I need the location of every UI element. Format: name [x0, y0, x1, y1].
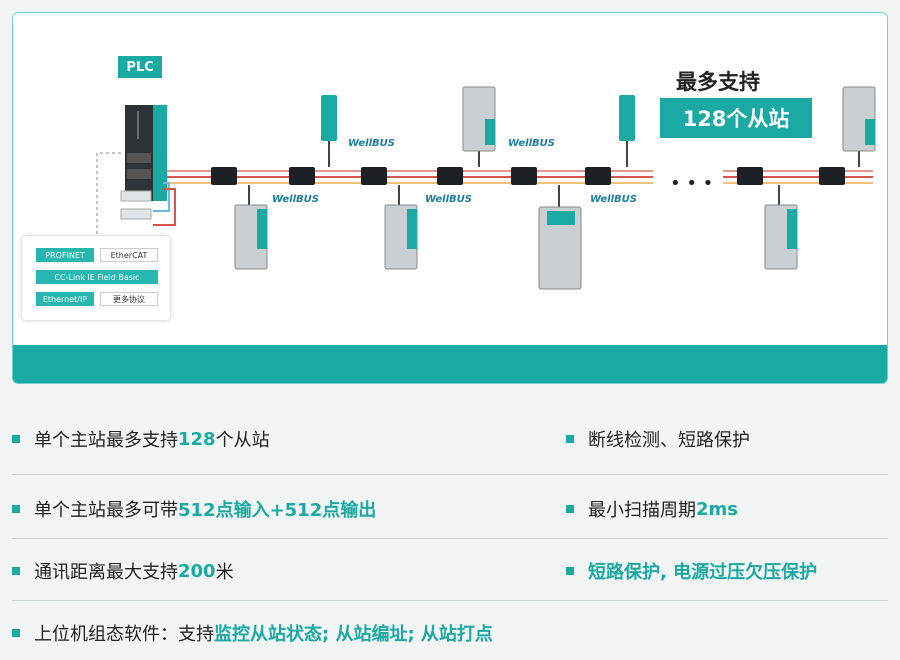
- feature-highlight: 512点输入+512点输出: [178, 500, 377, 521]
- feature-text: 单个主站最多可带: [34, 500, 178, 521]
- feature-text: 上位机组态软件：支持: [34, 624, 214, 645]
- feature-protection: 短路保护, 电源过压欠压保护: [566, 558, 817, 584]
- feature-highlight: 2ms: [696, 498, 738, 520]
- feature-highlight: 监控从站状态; 从站编址; 从站打点: [214, 624, 493, 645]
- bus-connectors: [211, 167, 845, 185]
- feature-text: 通讯距离最大支持: [34, 562, 178, 583]
- protocol-profinet: PROFINET: [36, 248, 94, 262]
- feature-highlight: 短路保护, 电源过压欠压保护: [588, 562, 818, 583]
- divider: [12, 474, 888, 475]
- protocol-ethernetip: Ethernet/IP: [36, 292, 94, 306]
- plc-device: [125, 105, 167, 201]
- continuation-dots: • • •: [670, 173, 713, 194]
- bullet-icon: [12, 629, 20, 637]
- network-diagram: • • •: [96, 86, 876, 290]
- bullet-icon: [566, 435, 574, 443]
- protocol-cclink: CC-Link IE Field Basic: [36, 270, 158, 284]
- feature-text: 个从站: [215, 430, 270, 451]
- feature-text: 单个主站最多支持: [34, 430, 178, 451]
- protocol-ethercat: EtherCAT: [100, 248, 158, 262]
- bullet-icon: [566, 567, 574, 575]
- bus-label: WellBUS: [272, 194, 319, 205]
- divider: [12, 600, 888, 601]
- card-bottom-band: [13, 345, 887, 383]
- headline: 最多支持: [676, 70, 760, 94]
- feature-software: 上位机组态软件：支持监控从站状态; 从站编址; 从站打点: [12, 620, 493, 646]
- slave-modules: [234, 86, 876, 290]
- bus-label: WellBUS: [425, 194, 472, 205]
- feature-text: 米: [215, 562, 234, 583]
- feature-text: 断线检测、短路保护: [588, 430, 750, 451]
- slave-count-badge: 128个从站: [660, 98, 812, 138]
- feature-disconnect-detection: 断线检测、短路保护: [566, 426, 750, 452]
- feature-highlight: 200: [178, 560, 216, 582]
- bullet-icon: [12, 567, 20, 575]
- bus-label: WellBUS: [590, 194, 637, 205]
- bullet-icon: [12, 435, 20, 443]
- protocol-more: 更多协议: [100, 292, 158, 306]
- plc-label: PLC: [118, 56, 162, 78]
- bus-label: WellBUS: [508, 138, 555, 149]
- bullet-icon: [12, 505, 20, 513]
- bullet-icon: [566, 505, 574, 513]
- protocol-panel: PROFINET EtherCAT CC-Link IE Field Basic…: [22, 236, 170, 320]
- feature-text: 最小扫描周期: [588, 500, 696, 521]
- bus-label: WellBUS: [348, 138, 395, 149]
- divider: [12, 538, 888, 539]
- feature-highlight: 128: [178, 428, 216, 450]
